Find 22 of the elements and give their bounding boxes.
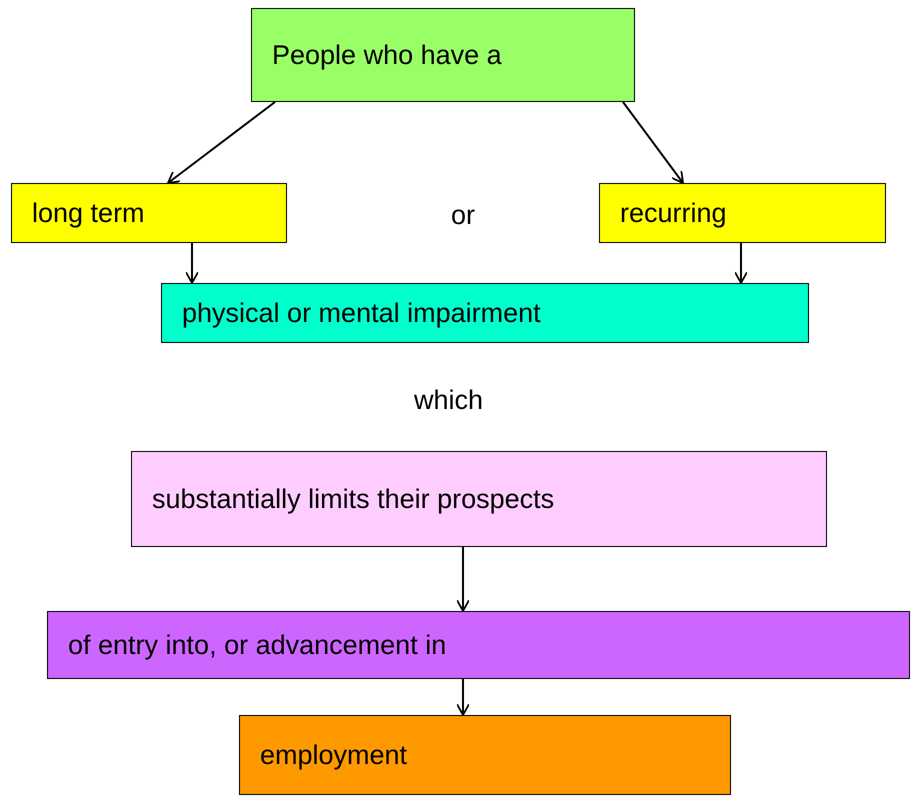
box-text: employment (260, 740, 408, 770)
box-text: People who have a (272, 40, 502, 70)
process-box (599, 183, 886, 243)
arrow (456, 679, 470, 716)
process-box (47, 611, 910, 679)
arrow (622, 101, 684, 184)
box-text: substantially limits their prospects (152, 484, 554, 514)
arrow (167, 101, 276, 184)
connector-word: or (451, 200, 476, 231)
arrow (185, 243, 199, 284)
process-box (251, 8, 635, 102)
process-box (161, 283, 809, 343)
box-text: long term (32, 198, 145, 228)
box-text: physical or mental impairment (182, 298, 541, 328)
process-box (131, 451, 827, 547)
arrow (456, 547, 470, 612)
process-box (239, 715, 731, 795)
process-box (11, 183, 287, 243)
box-text: of entry into, or advancement in (68, 630, 446, 660)
box-text: recurring (620, 198, 727, 228)
arrow (734, 243, 748, 284)
connector-word: which (414, 385, 484, 416)
